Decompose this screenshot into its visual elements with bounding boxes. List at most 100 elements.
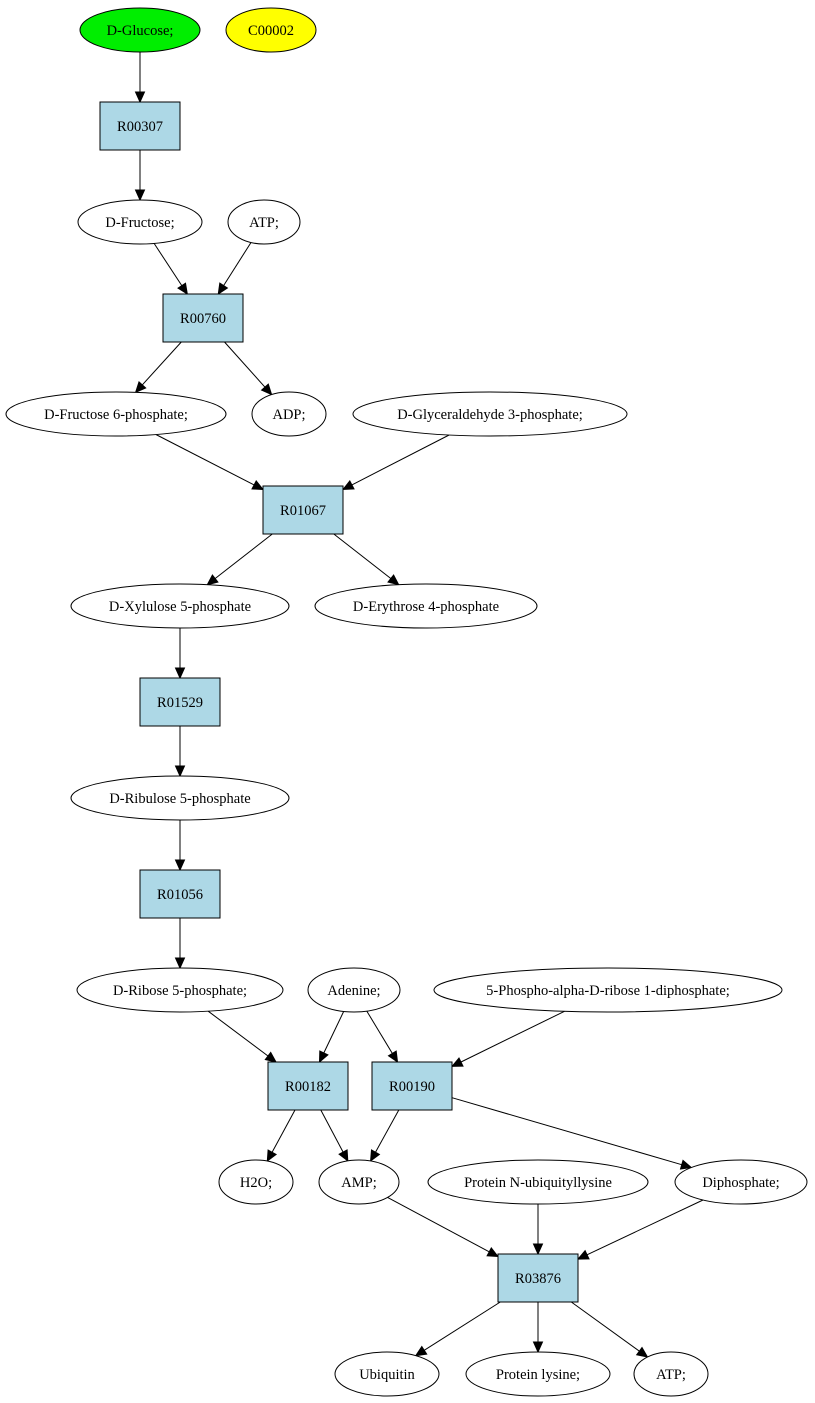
edge-d-ribulose-5p-to-r01056 <box>174 820 186 872</box>
node-label: D-Fructose; <box>105 215 174 231</box>
edge-line <box>366 1010 393 1054</box>
arrowhead-icon <box>174 957 186 970</box>
compound-node-d-ribose-5p[interactable]: D-Ribose 5-phosphate; <box>76 967 284 1013</box>
compound-node-h2o[interactable]: H2O; <box>218 1159 294 1205</box>
compound-node-amp[interactable]: AMP; <box>318 1159 400 1205</box>
arrowhead-icon <box>450 1057 464 1067</box>
arrowhead-icon <box>486 1246 500 1258</box>
compound-node-protein-lysine[interactable]: Protein lysine; <box>465 1351 611 1397</box>
reaction-node-r01529[interactable]: R01529 <box>139 677 221 727</box>
edge-line <box>207 1010 269 1057</box>
reaction-node-r01056[interactable]: R01056 <box>139 869 221 919</box>
compound-node-d-glyceraldehyde-3p[interactable]: D-Glyceraldehyde 3-phosphate; <box>352 391 628 437</box>
node-label: Diphosphate; <box>702 1175 779 1191</box>
arrowhead-icon <box>576 1249 590 1260</box>
compound-node-adenine[interactable]: Adenine; <box>307 967 401 1013</box>
arrowhead-icon <box>174 667 186 680</box>
arrowhead-icon <box>217 282 229 296</box>
compound-node-d-fructose-6p[interactable]: D-Fructose 6-phosphate; <box>5 391 227 437</box>
compound-ellipse <box>334 1351 440 1397</box>
compound-node-atp-2[interactable]: ATP; <box>633 1351 709 1397</box>
compound-ellipse <box>427 1159 649 1205</box>
arrowhead-icon <box>341 479 355 491</box>
node-label: D-Ribulose 5-phosphate <box>109 791 250 807</box>
compound-node-c00002[interactable]: C00002 <box>225 7 317 53</box>
compound-ellipse <box>70 775 290 821</box>
arrowhead-icon <box>532 1341 544 1354</box>
compound-node-atp-1[interactable]: ATP; <box>227 199 301 245</box>
arrowhead-icon <box>206 574 219 586</box>
compound-node-ubiquitin[interactable]: Ubiquitin <box>334 1351 440 1397</box>
edge-r01067-to-d-erythrose-4p <box>333 533 400 586</box>
node-label: ATP; <box>656 1367 686 1383</box>
reaction-node-r03876[interactable]: R03876 <box>497 1253 579 1303</box>
reaction-box <box>371 1061 453 1111</box>
edge-line <box>423 1301 501 1351</box>
edge-line <box>214 533 273 579</box>
edge-r00182-to-h2o <box>266 1109 296 1163</box>
compound-node-d-glucose[interactable]: D-Glucose; <box>79 7 201 53</box>
node-label: R00182 <box>285 1079 331 1095</box>
edge-r01529-to-d-ribulose-5p <box>174 726 186 778</box>
edge-r01067-to-d-xylulose-5p <box>206 533 273 586</box>
node-label: R00307 <box>117 119 163 135</box>
arrowhead-icon <box>260 383 273 396</box>
node-label: R01056 <box>157 887 203 903</box>
edge-line <box>224 341 266 388</box>
compound-node-d-fructose[interactable]: D-Fructose; <box>77 199 203 245</box>
arrowhead-icon <box>679 1159 693 1170</box>
edge-line <box>323 1011 345 1054</box>
reaction-node-r00190[interactable]: R00190 <box>371 1061 453 1111</box>
compound-node-diphosphate[interactable]: Diphosphate; <box>674 1159 808 1205</box>
node-label: D-Glyceraldehyde 3-phosphate; <box>397 407 583 423</box>
node-label: ATP; <box>249 215 279 231</box>
compound-node-d-erythrose-4p[interactable]: D-Erythrose 4-phosphate <box>314 583 538 629</box>
edge-r00182-to-amp <box>320 1109 349 1162</box>
compound-node-d-xylulose-5p[interactable]: D-Xylulose 5-phosphate <box>70 583 290 629</box>
node-label: D-Ribose 5-phosphate; <box>113 983 247 999</box>
edge-r00190-to-amp <box>370 1109 400 1162</box>
reaction-box <box>497 1253 579 1303</box>
edge-line <box>333 533 392 579</box>
edge-d-glucose-to-r00307 <box>134 52 146 104</box>
reaction-node-r00760[interactable]: R00760 <box>162 293 244 343</box>
compound-node-protein-n-ubiquityllysine[interactable]: Protein N-ubiquityllysine <box>427 1159 649 1205</box>
edge-d-xylulose-5p-to-r01529 <box>174 628 186 680</box>
edge-line <box>155 434 255 486</box>
compound-node-prpp[interactable]: 5-Phospho-alpha-D-ribose 1-diphosphate; <box>433 967 783 1013</box>
edge-adenine-to-r00182 <box>318 1011 345 1064</box>
node-label: Ubiquitin <box>359 1367 415 1383</box>
arrowhead-icon <box>134 381 147 394</box>
reaction-box <box>262 485 344 535</box>
compound-ellipse <box>314 583 538 629</box>
compound-ellipse <box>70 583 290 629</box>
arrowhead-icon <box>134 189 146 202</box>
node-label: R00760 <box>180 311 226 327</box>
compound-ellipse <box>76 967 284 1013</box>
node-label: D-Erythrose 4-phosphate <box>353 599 499 615</box>
compound-ellipse <box>674 1159 808 1205</box>
compound-node-adp[interactable]: ADP; <box>251 391 327 437</box>
compound-ellipse <box>307 967 401 1013</box>
compound-ellipse <box>77 199 203 245</box>
edge-line <box>387 1196 490 1253</box>
node-label: Protein N-ubiquityllysine <box>464 1175 612 1191</box>
edge-d-fructose-6p-to-r01067 <box>155 434 265 491</box>
edge-line <box>271 1109 296 1153</box>
edge-line <box>375 1109 400 1153</box>
edge-line <box>153 243 183 286</box>
arrowhead-icon <box>134 91 146 104</box>
reaction-node-r01067[interactable]: R01067 <box>262 485 344 535</box>
edge-r00307-to-d-fructose <box>134 150 146 202</box>
node-label: R01529 <box>157 695 203 711</box>
compound-ellipse <box>251 391 327 437</box>
edge-r03876-to-atp-2 <box>571 1301 649 1358</box>
compound-node-d-ribulose-5p[interactable]: D-Ribulose 5-phosphate <box>70 775 290 821</box>
reaction-node-r00307[interactable]: R00307 <box>99 101 181 151</box>
node-label: R00190 <box>389 1079 435 1095</box>
arrowhead-icon <box>251 479 265 491</box>
compound-ellipse <box>218 1159 294 1205</box>
arrowhead-icon <box>532 1243 544 1256</box>
reaction-node-r00182[interactable]: R00182 <box>267 1061 349 1111</box>
